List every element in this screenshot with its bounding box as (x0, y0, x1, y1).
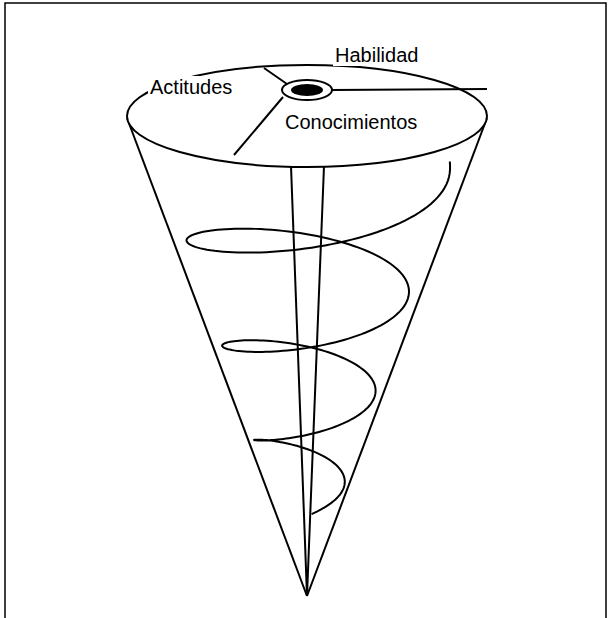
center-ring (282, 80, 332, 100)
cone-side (307, 118, 487, 596)
cone-side (127, 118, 307, 596)
top-disc (127, 65, 487, 167)
inner-cone-side (291, 166, 307, 596)
sector-label: Conocimientos (283, 111, 419, 133)
sector-divider (332, 89, 487, 90)
sector-divider (264, 68, 287, 84)
sector-divider (234, 97, 283, 155)
frame (5, 3, 606, 618)
sector-label: Actitudes (148, 76, 234, 98)
spiral-line (187, 162, 451, 515)
spiral (187, 162, 451, 515)
center-hole (291, 84, 323, 96)
sector-label: Habilidad (333, 44, 420, 66)
inner-cone-side (307, 166, 324, 596)
